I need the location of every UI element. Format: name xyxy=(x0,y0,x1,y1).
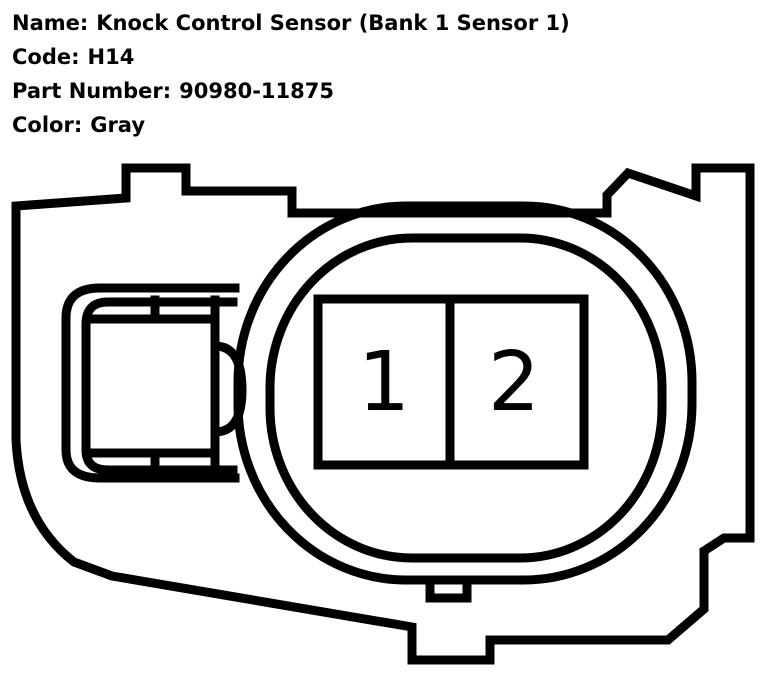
pin-2-label: 2 xyxy=(488,335,540,430)
connector-housing xyxy=(11,163,755,665)
latch-block xyxy=(81,297,238,475)
hood-outer xyxy=(233,201,697,585)
part-number-value: 90980-11875 xyxy=(179,79,334,103)
latch-tab xyxy=(210,341,247,437)
code-label: Code: xyxy=(12,45,80,69)
name-value: Knock Control Sensor (Bank 1 Sensor 1) xyxy=(96,11,570,35)
color-value: Gray xyxy=(90,113,146,137)
name-label: Name: xyxy=(12,11,89,35)
color-line: Color: Gray xyxy=(12,110,570,144)
latch-lug xyxy=(425,575,472,603)
code-line: Code: H14 xyxy=(12,42,570,76)
connector-info: Name: Knock Control Sensor (Bank 1 Sensor… xyxy=(12,8,570,144)
color-label: Color: xyxy=(12,113,83,137)
latch-housing xyxy=(61,283,240,483)
part-number-label: Part Number: xyxy=(12,79,172,103)
code-value: H14 xyxy=(87,45,135,69)
hood-inner xyxy=(265,233,667,563)
pin-1-label: 1 xyxy=(358,335,410,430)
name-line: Name: Knock Control Sensor (Bank 1 Sensor… xyxy=(12,8,570,42)
part-number-line: Part Number: 90980-11875 xyxy=(12,76,570,110)
